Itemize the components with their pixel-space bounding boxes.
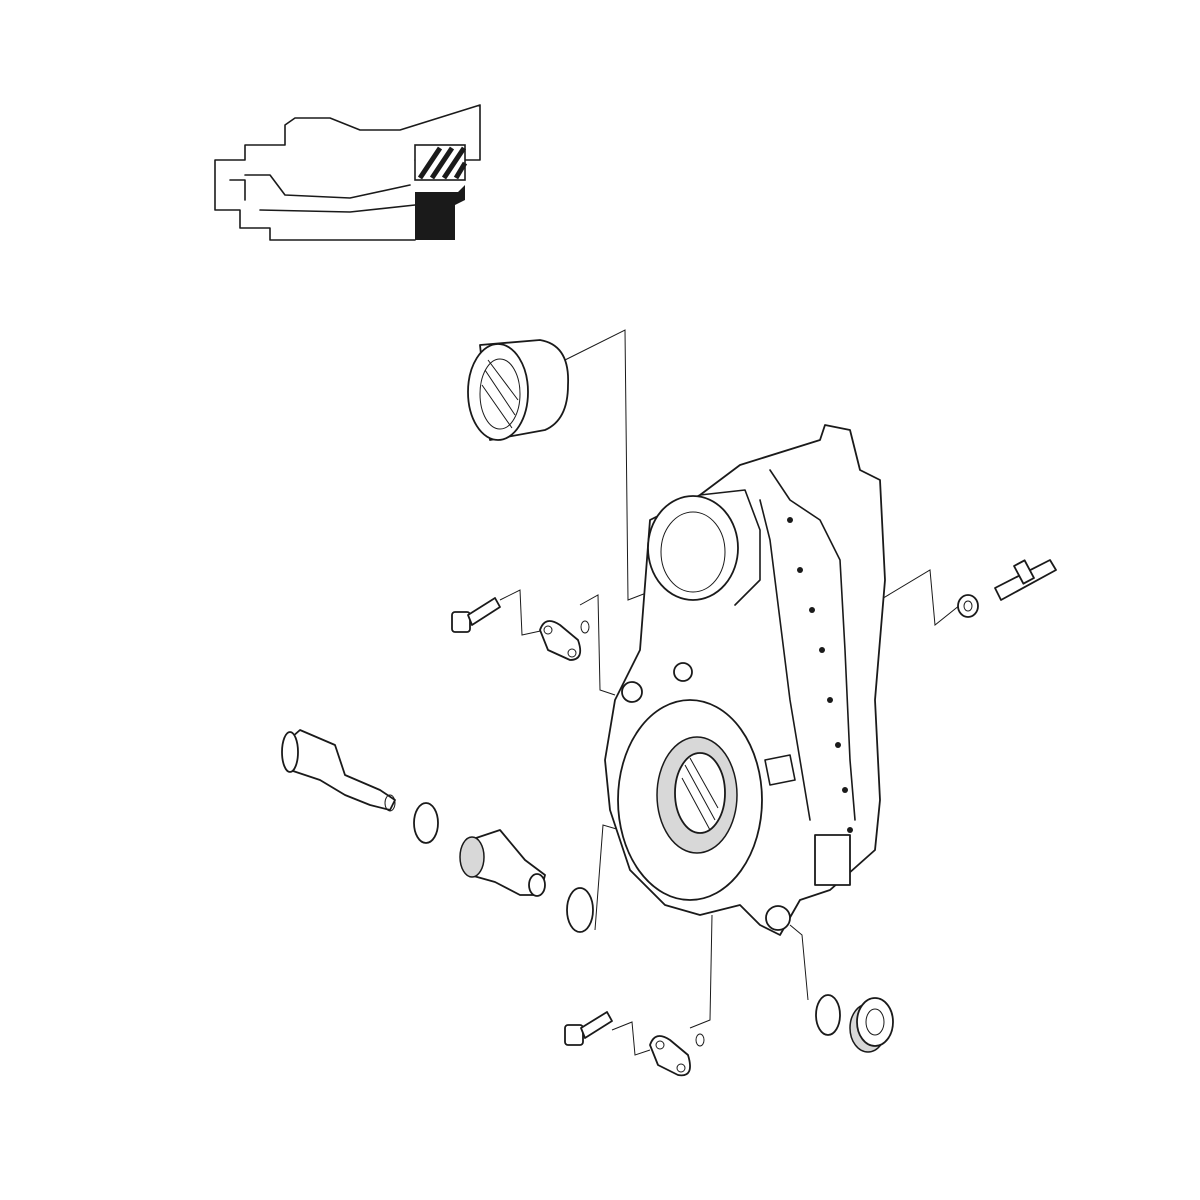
bolt-row bbox=[787, 517, 853, 833]
o-ring-left bbox=[413, 802, 439, 844]
bolt-upper bbox=[451, 597, 501, 633]
o-ring-upper bbox=[580, 620, 590, 634]
o-ring-center bbox=[566, 887, 594, 933]
plug-fitting bbox=[459, 829, 546, 897]
housing bbox=[604, 424, 886, 936]
section-locator-icon bbox=[214, 104, 481, 241]
o-ring-lower-right bbox=[815, 994, 841, 1036]
cover-plate-lower bbox=[649, 1035, 691, 1077]
bearing bbox=[467, 339, 569, 441]
nut bbox=[957, 594, 979, 618]
cover-plate-upper bbox=[539, 620, 582, 661]
threaded-plug bbox=[849, 997, 894, 1053]
bolt-lower bbox=[564, 1011, 613, 1046]
o-ring-lower bbox=[695, 1033, 705, 1047]
shaft bbox=[281, 729, 396, 812]
stud bbox=[994, 559, 1057, 601]
